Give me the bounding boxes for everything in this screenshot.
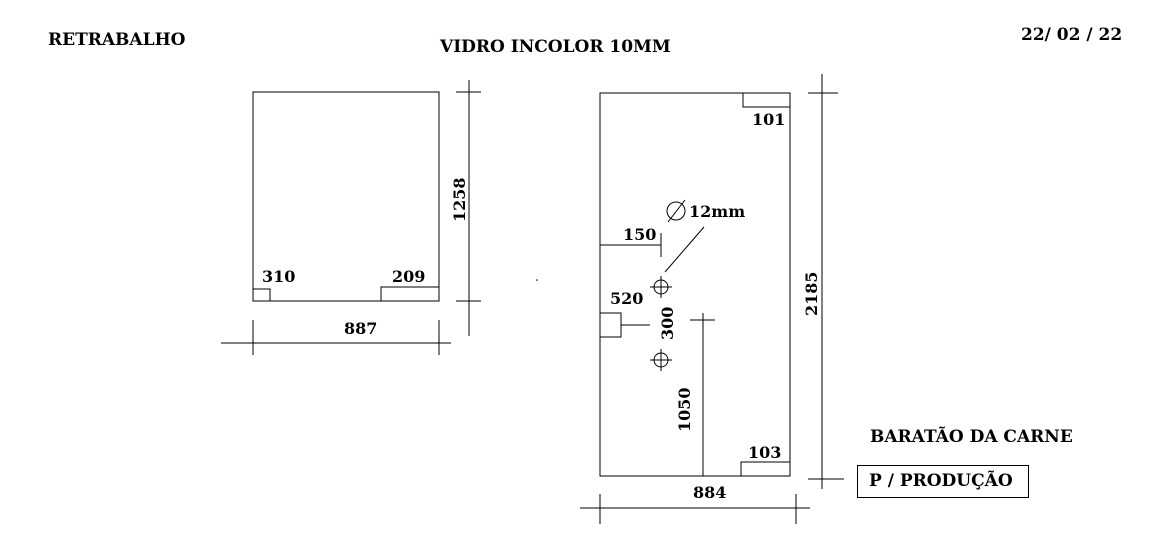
piece-left-height-dimension: 1258: [450, 80, 481, 336]
hole-height-label: 1050: [675, 387, 694, 432]
piece-right-notch: [599, 312, 622, 338]
piece-right-notch-label: 520: [610, 289, 643, 308]
diameter-symbol: [666, 201, 686, 221]
piece-right-corner-bottom: [740, 461, 791, 477]
hole-diameter-annotation: 12mm: [664, 199, 745, 273]
hole-height-dimension: 1050: [675, 313, 715, 476]
status-label: P / PRODUÇÃO: [869, 471, 1013, 491]
header-title: VIDRO INCOLOR 10MM: [439, 37, 671, 57]
hole-offset-label: 150: [623, 225, 656, 244]
piece-left-corner-right-label: 209: [392, 267, 425, 286]
hole-spacing-label: 300: [658, 307, 677, 340]
piece-left-corner-left-label: 310: [262, 267, 295, 286]
hole-diameter-leader: [664, 226, 705, 273]
piece-right-width-dimension: 884: [580, 483, 810, 524]
header-left-label: RETRABALHO: [48, 30, 186, 50]
piece-left-width-dimension: 887: [221, 319, 451, 355]
status-box: P / PRODUÇÃO: [857, 465, 1029, 498]
piece-right-corner-top: [742, 92, 791, 108]
piece-right: 101 103 520 12mm 150: [580, 74, 844, 524]
header-date: 22/ 02 / 22: [1021, 25, 1122, 45]
piece-left-corner-right: [380, 286, 440, 302]
hole-top: [650, 276, 672, 298]
piece-left-width-label: 887: [344, 319, 377, 338]
hole-diameter-label: 12mm: [689, 202, 745, 221]
piece-right-height-dimension: 2185: [802, 74, 844, 489]
piece-right-corner-bottom-label: 103: [748, 443, 781, 462]
piece-right-height-label: 2185: [802, 271, 821, 316]
stray-dot: [536, 279, 538, 281]
piece-right-width-label: 884: [693, 483, 726, 502]
piece-left-height-label: 1258: [450, 177, 469, 222]
hole-offset-dimension: 150: [600, 225, 662, 257]
piece-right-outline: [599, 92, 791, 477]
piece-left-outline: [252, 91, 440, 302]
piece-right-corner-top-label: 101: [752, 110, 785, 129]
piece-left: 310 209 1258 887: [221, 80, 481, 355]
piece-left-corner-left: [252, 288, 271, 302]
hole-bottom: [650, 349, 672, 371]
client-name: BARATÃO DA CARNE: [870, 425, 1073, 447]
